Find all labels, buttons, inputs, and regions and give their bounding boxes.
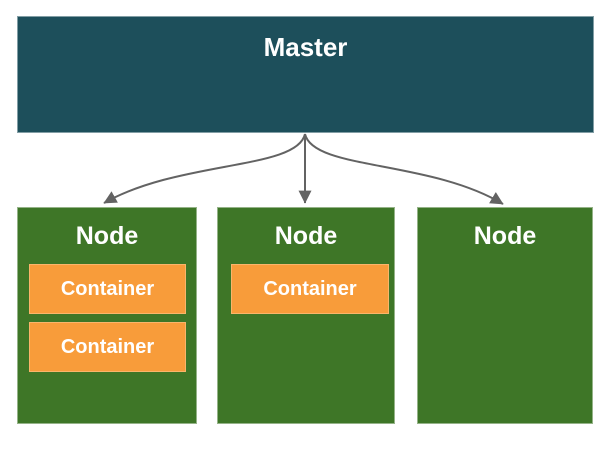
master-label: Master [263, 32, 348, 62]
arrow-master-to-right-node [304, 133, 504, 205]
node-box-left: Node Container Container [17, 207, 197, 424]
container-box: Container [231, 264, 389, 314]
master-box: Master [17, 16, 594, 133]
node-label: Node [274, 222, 338, 250]
node-label: Node [75, 222, 139, 250]
container-label: Container [60, 277, 155, 300]
container-label: Container [263, 277, 357, 300]
container-label: Container [60, 335, 155, 358]
node-label: Node [473, 222, 537, 250]
arrow-master-to-left-node [103, 133, 306, 204]
node-box-right: Node [417, 207, 593, 424]
node-box-middle: Node Container [217, 207, 395, 424]
container-box: Container [29, 264, 186, 314]
container-box: Container [29, 322, 186, 372]
